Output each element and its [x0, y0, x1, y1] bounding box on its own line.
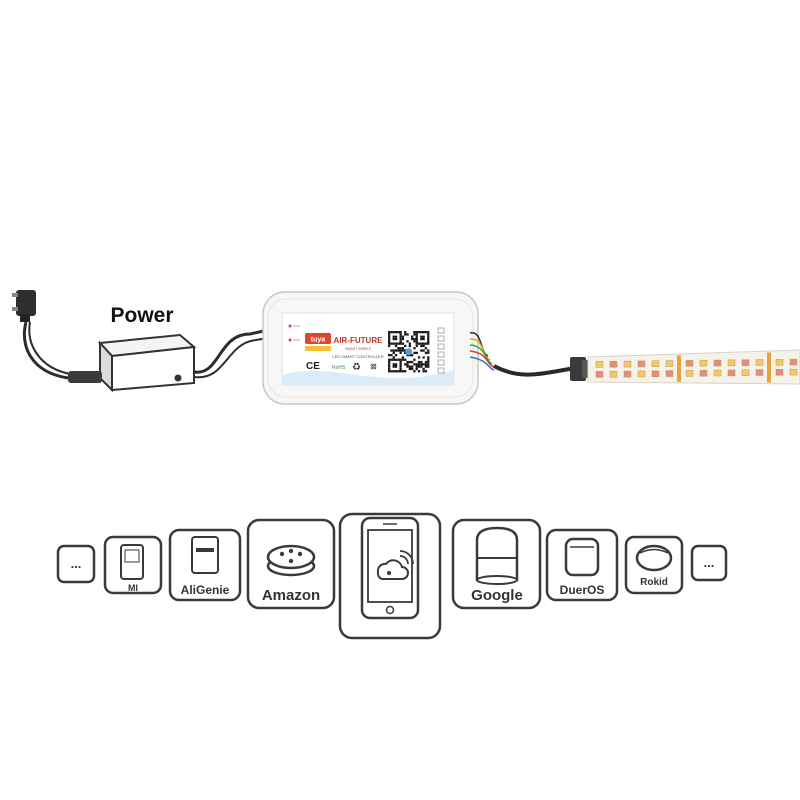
cloud-wifi-icon: [376, 550, 414, 580]
rokid-label: Rokid: [640, 577, 668, 588]
google-label: Google: [471, 587, 523, 604]
led-chip: [789, 358, 798, 366]
led-chip: [755, 359, 764, 366]
aligenie-speaker-icon: [191, 536, 219, 574]
led-chip: [651, 360, 660, 367]
amazon-label: Amazon: [262, 587, 320, 604]
led-chip: [755, 369, 764, 376]
ce-mark: CE: [306, 361, 320, 372]
dueros-speaker-icon: [564, 537, 600, 577]
led-chip: [727, 359, 736, 367]
more-right-label: ...: [704, 555, 715, 570]
led-controller: tuya AIR-FUTURE SMART SERIES LED SMART C…: [262, 291, 479, 405]
aligenie-tile[interactable]: AliGenie: [168, 528, 242, 602]
led-chip: [741, 359, 750, 366]
dueros-tile[interactable]: DuerOS: [545, 528, 619, 602]
controller-series: SMART SERIES: [345, 347, 372, 351]
recycle-icon: ♻: [352, 362, 361, 373]
led-chip: [637, 360, 646, 368]
mi-speaker-tile[interactable]: MI: [103, 535, 163, 595]
tuya-badge-label: tuya: [311, 337, 326, 344]
google-tile[interactable]: Google: [451, 518, 542, 610]
amazon-echo-dot-icon: [266, 544, 316, 577]
led-chip: [741, 369, 750, 376]
amazon-tile[interactable]: Amazon: [246, 518, 336, 610]
output-wires: [469, 332, 576, 377]
cut-pad: [767, 352, 771, 383]
power-plug-icon: [12, 290, 36, 322]
rohs-mark: RoHS: [332, 365, 346, 371]
led-chip: [623, 360, 632, 368]
led-chip: [609, 370, 618, 378]
power-label: Power: [110, 304, 173, 327]
rokid-speaker-icon: [635, 544, 673, 572]
mi-label: MI: [128, 583, 138, 593]
dueros-label: DuerOS: [560, 583, 605, 597]
led-chip: [713, 369, 722, 377]
controller-brand: AIR-FUTURE: [334, 336, 384, 345]
led-chip: [727, 369, 736, 377]
qr-code-icon: [388, 331, 430, 373]
tuya-badge: [305, 333, 331, 344]
controller-subtitle: LED SMART CONTROLLER: [332, 354, 383, 359]
led-chip: [685, 370, 694, 377]
more-left-label: ...: [71, 556, 82, 571]
bin-icon: ⊠: [370, 362, 377, 371]
terminal-pins: [437, 327, 445, 374]
cut-pad: [677, 355, 681, 382]
led-chip: [775, 359, 784, 366]
aligenie-label: AliGenie: [181, 583, 230, 597]
more-platforms-left[interactable]: ...: [56, 544, 96, 584]
led-chip: [595, 371, 604, 378]
led-chip: [665, 360, 674, 367]
more-platforms-right[interactable]: ...: [690, 544, 728, 582]
led-chip: [789, 368, 798, 376]
led-chip: [623, 370, 632, 378]
led-strip: [587, 349, 800, 385]
led-chip: [637, 370, 646, 378]
led-chip: [699, 369, 708, 377]
ecosystem-row: ... MI AliGenie A: [56, 512, 728, 640]
led-chip: [651, 370, 660, 377]
phone-app-tile[interactable]: [338, 512, 442, 640]
led-chip: [699, 359, 708, 367]
led-chip: [713, 359, 722, 367]
rokid-tile[interactable]: Rokid: [624, 535, 684, 595]
power-cable: [22, 321, 69, 380]
led-chip: [595, 361, 604, 368]
led-chip: [685, 360, 694, 367]
adapter-input-jack: [68, 371, 102, 383]
google-home-speaker-icon: [475, 526, 519, 585]
adapter-output-cable: [193, 328, 269, 374]
led-chip: [665, 370, 674, 377]
led-chip: [775, 369, 784, 376]
led-chip: [609, 360, 618, 368]
power-adapter: [97, 333, 197, 393]
